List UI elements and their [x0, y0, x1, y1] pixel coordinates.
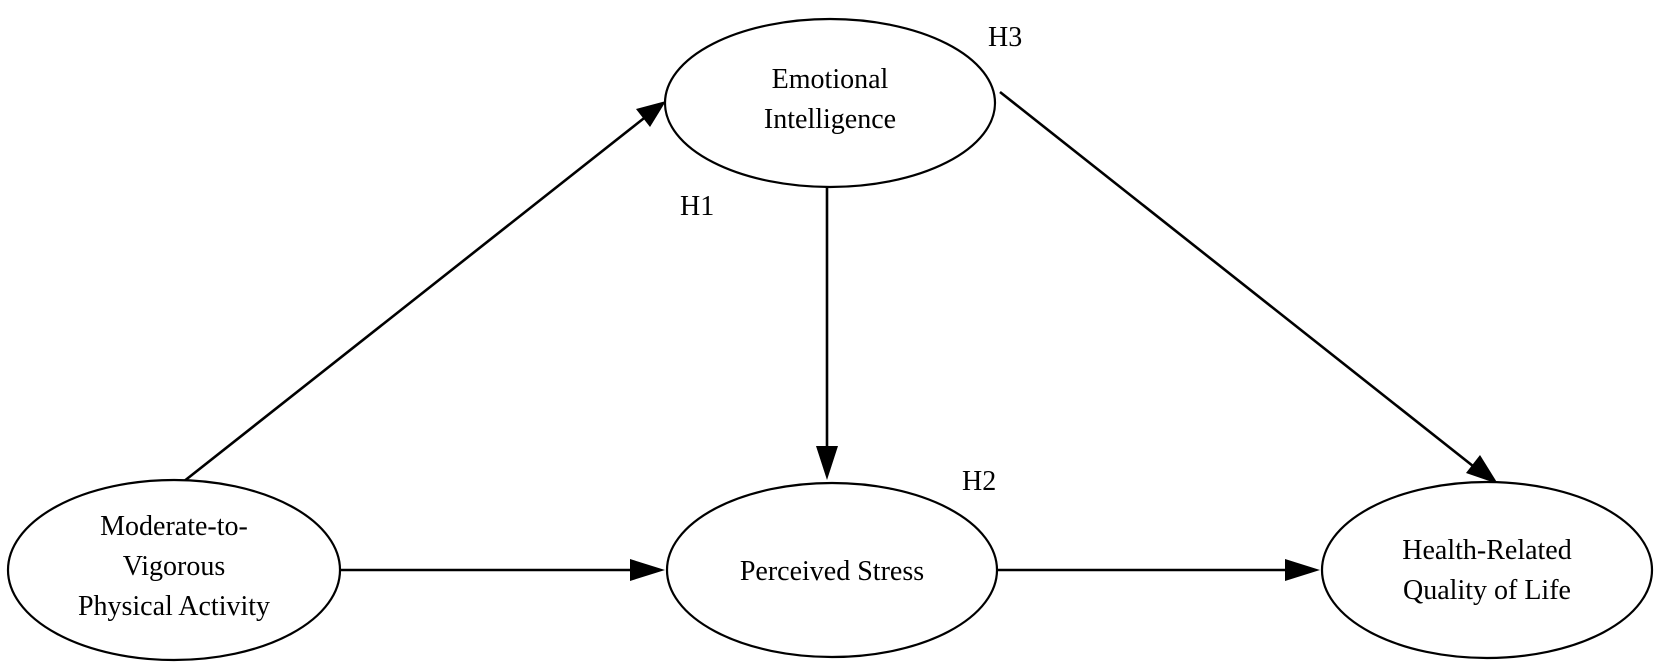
- hypothesis-label-h3: H3: [988, 22, 1022, 53]
- arrowhead-ei-to-ps: [816, 446, 838, 480]
- hypothesis-label-h2: H2: [962, 466, 996, 497]
- label-hrqol-line2: Quality of Life: [1403, 575, 1571, 606]
- arrowhead-ps-to-hrqol: [1285, 559, 1320, 581]
- ellipse-perceived-stress: [665, 481, 999, 659]
- edge-ei-to-hrqol: [999, 90, 1479, 472]
- label-perceived-stress: Perceived Stress: [740, 556, 924, 587]
- label-mvpa-line2: Vigorous: [123, 551, 226, 582]
- ellipse-emotional-intelligence: [663, 17, 997, 189]
- node-emotional-intelligence: Emotional Intelligence: [663, 17, 997, 189]
- node-perceived-stress: Perceived Stress: [665, 481, 999, 659]
- edges: [182, 90, 1498, 581]
- label-mvpa-line3: Physical Activity: [78, 591, 270, 622]
- label-hrqol-line1: Health-Related: [1402, 535, 1571, 566]
- label-emotional-intelligence-line1: Emotional: [772, 64, 889, 95]
- label-emotional-intelligence-line2: Intelligence: [764, 104, 896, 135]
- node-health-related-quality-of-life: Health-Related Quality of Life: [1320, 480, 1654, 660]
- edge-mvpa-to-ei: [182, 113, 649, 484]
- arrowhead-mvpa-to-ei: [636, 101, 666, 127]
- node-moderate-to-vigorous-physical-activity: Moderate-to- Vigorous Physical Activity: [6, 478, 342, 662]
- arrowhead-mvpa-to-ps: [630, 559, 665, 581]
- hypothesis-label-h1: H1: [680, 191, 714, 222]
- arrowhead-ei-to-hrqol: [1466, 455, 1498, 484]
- ellipse-hrqol: [1320, 480, 1654, 660]
- label-mvpa-line1: Moderate-to-: [100, 511, 248, 542]
- ellipse-mvpa: [6, 478, 342, 662]
